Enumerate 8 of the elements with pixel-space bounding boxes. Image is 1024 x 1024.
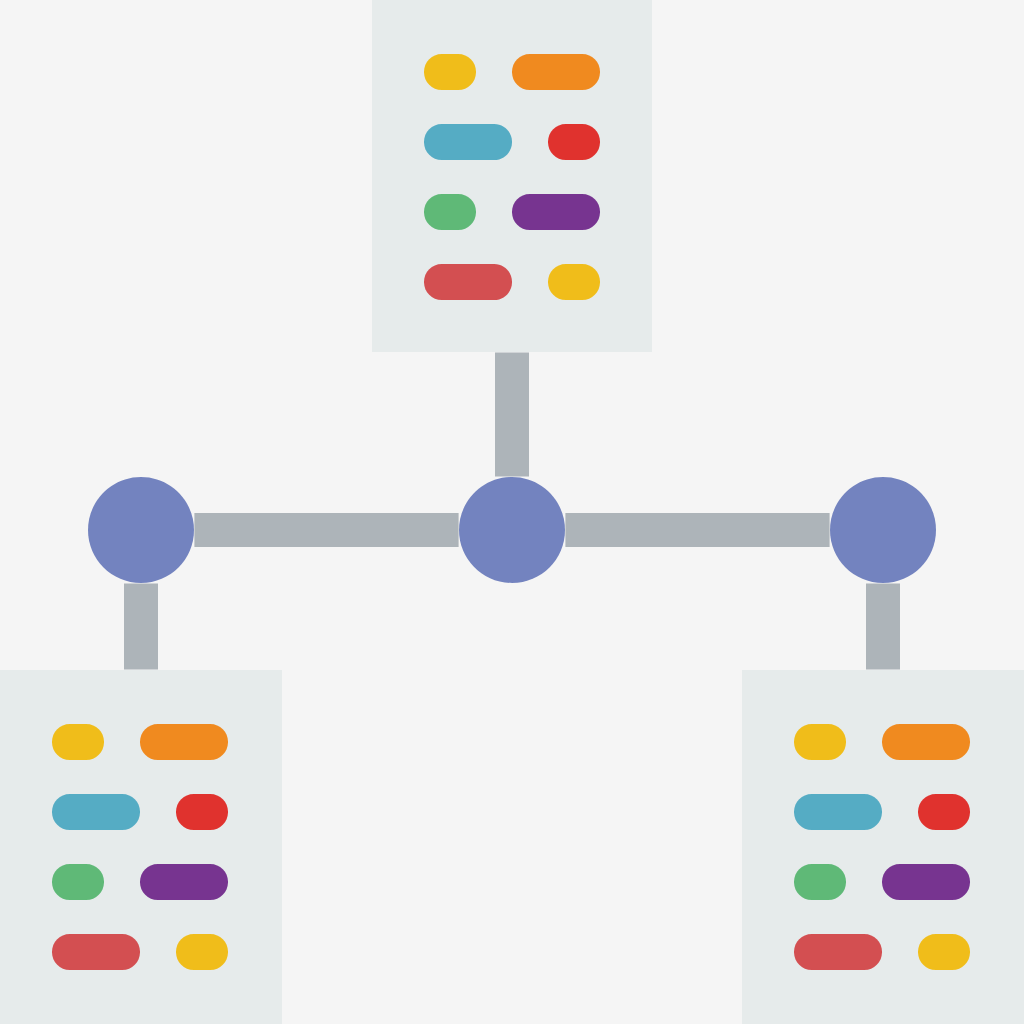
node-circle xyxy=(459,477,565,583)
node-circle xyxy=(830,477,936,583)
connector-bar xyxy=(565,513,830,547)
connector-bar xyxy=(495,352,529,477)
connector-bar xyxy=(866,583,900,670)
node-circle xyxy=(88,477,194,583)
connector-bar xyxy=(124,583,158,670)
connector-bar xyxy=(194,513,459,547)
